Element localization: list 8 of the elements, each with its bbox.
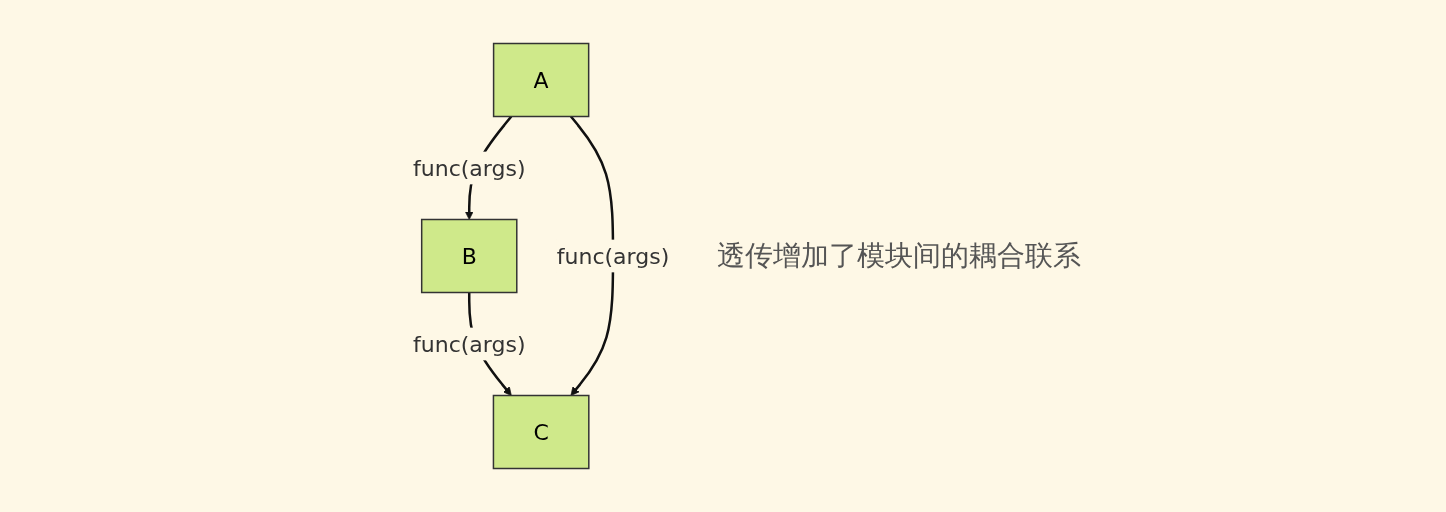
note-text: 透传增加了模块间的耦合联系 [717,238,1082,274]
arrow [569,115,615,396]
edge-label: func(args) [556,243,670,269]
node-box: B [420,218,518,294]
edge-label: func(args) [412,331,526,357]
edge-label: func(args) [412,155,526,181]
node-box: C [492,394,590,470]
node-box: A [492,42,590,118]
